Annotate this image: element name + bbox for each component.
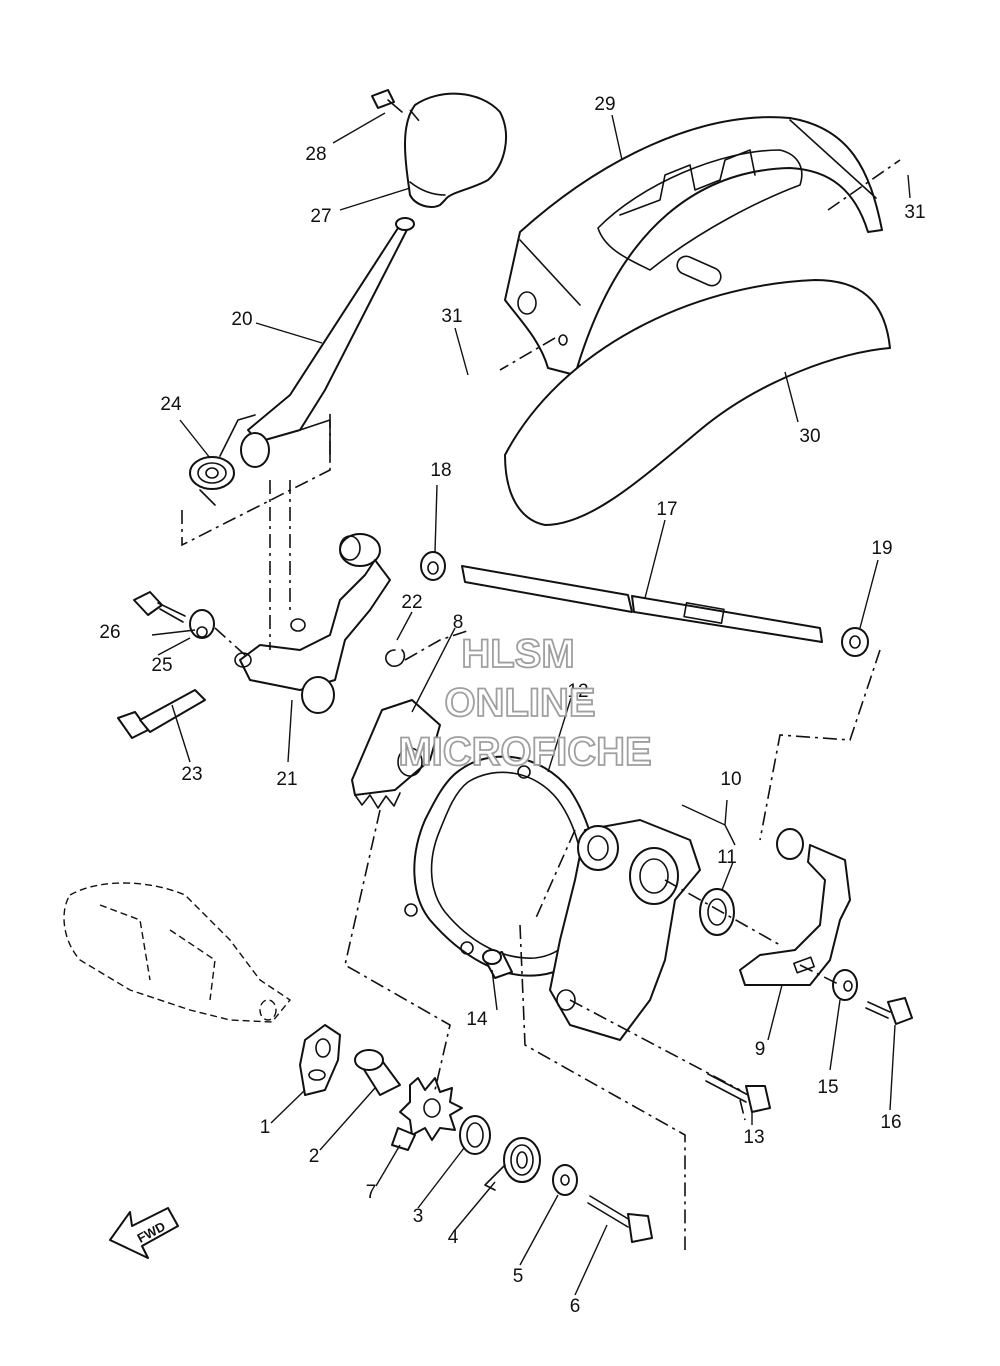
watermark: HLSM ONLINE MICROFICHE [397,631,652,775]
torsion-spring [189,414,256,506]
part-number-8: 8 [453,612,464,633]
shift-knob [404,92,507,208]
collar-18 [420,551,446,581]
shift-arm [739,828,851,986]
part-number-16: 16 [880,1112,901,1133]
collar-2 [354,1049,401,1096]
part-number-25: 25 [151,655,172,676]
cover-lower-panel [504,255,891,526]
washer-25 [189,609,215,639]
watermark-line-3: MICROFICHE [398,730,651,774]
part-number-22: 22 [401,592,422,613]
leader-lines [151,112,911,1296]
part-number-labels: 1 2 3 4 5 6 7 8 9 10 11 12 13 14 15 16 1… [99,94,925,1317]
fwd-arrow-icon: FWD [109,1207,179,1259]
part-number-7: 7 [366,1182,377,1203]
part-number-14: 14 [466,1009,488,1030]
stopper-lever-1 [299,1024,341,1096]
part-number-21: 21 [276,769,297,790]
shift-lever-arm [234,533,391,714]
pivot-bolt-23 [117,689,206,739]
part-number-2: 2 [309,1146,320,1167]
part-number-30: 30 [799,426,820,447]
part-number-27: 27 [310,206,331,227]
collar-19 [841,627,869,657]
watermark-line-1: HLSM [461,632,574,676]
part-number-12: 12 [567,681,588,702]
part-number-28: 28 [305,144,326,165]
bolt-26 [133,591,186,623]
star-gear-7 [391,1077,463,1151]
part-number-19: 19 [871,538,892,559]
part-number-3: 3 [413,1206,424,1227]
washer-3 [459,1115,491,1155]
washer-15 [832,969,858,1001]
part-number-23: 23 [181,764,202,785]
bolt-16 [865,997,913,1025]
part-number-13: 13 [743,1127,764,1148]
part-number-5: 5 [513,1266,524,1287]
part-number-17: 17 [656,499,677,520]
bolt-6 [587,1195,653,1243]
gasket [404,755,601,977]
part-number-18: 18 [430,460,451,481]
part-number-6: 6 [570,1296,581,1317]
part-number-26: 26 [99,622,120,643]
circlip-22 [385,649,406,667]
part-number-10: 10 [720,769,741,790]
collar-14 [482,949,513,979]
part-number-4: 4 [448,1227,459,1248]
part-number-15: 15 [817,1077,838,1098]
oil-seal [699,888,735,936]
part-number-31-top: 31 [904,202,925,223]
knob-screw [371,89,403,113]
part-number-1: 1 [260,1117,271,1138]
shift-cover-housing [549,819,701,1041]
bolt-13 [705,1073,771,1113]
shift-drum-reference [63,882,292,1023]
shift-shaft [461,565,823,643]
shift-lever [240,217,415,468]
part-number-11: 11 [717,847,737,868]
part-number-24: 24 [160,394,182,415]
spring-4 [484,1137,541,1191]
watermark-line-2: ONLINE [444,681,595,725]
assembly-reference-lines [181,109,901,1250]
part-number-9: 9 [755,1039,766,1060]
part-number-31-left: 31 [441,306,462,327]
part-number-20: 20 [231,309,252,330]
part-number-29: 29 [594,94,615,115]
washer-5 [552,1164,578,1196]
